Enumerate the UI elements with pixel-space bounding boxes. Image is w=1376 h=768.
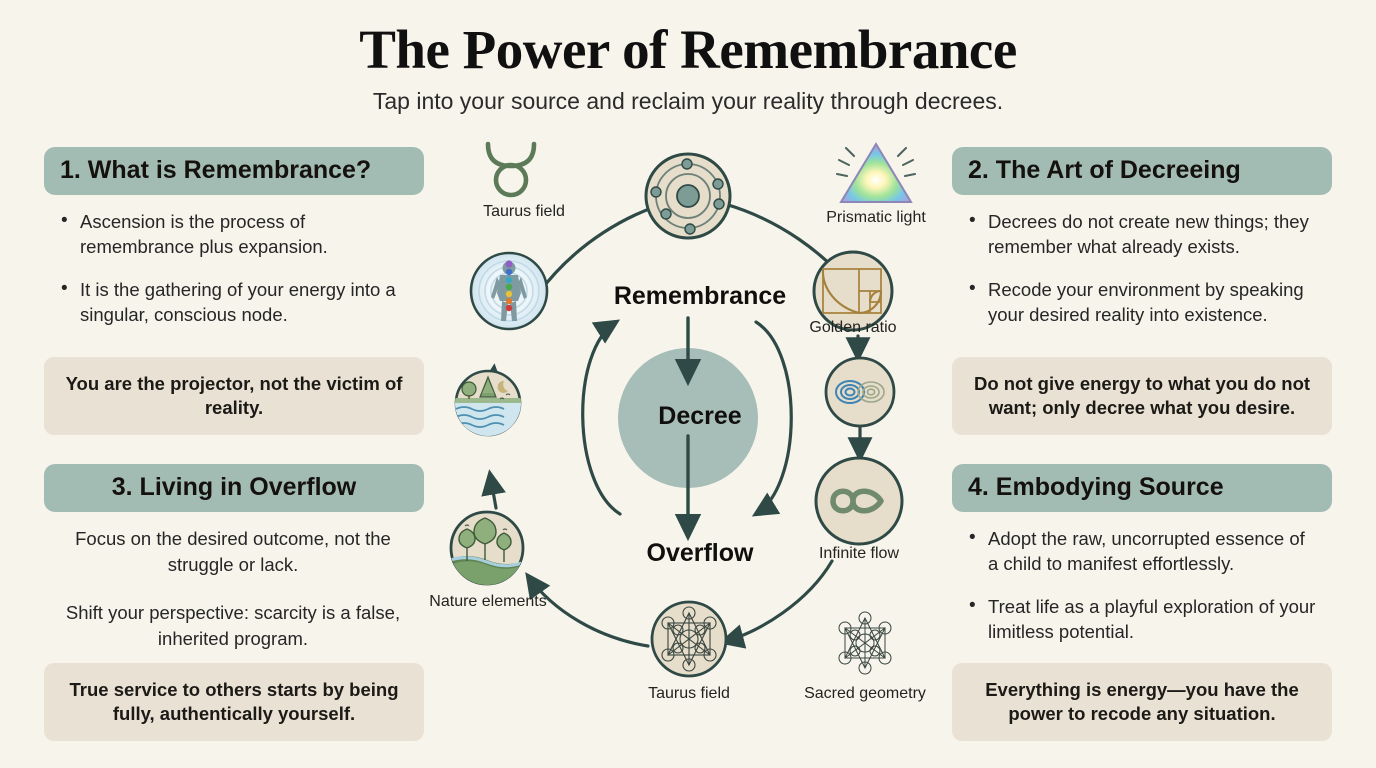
panel-3: 3. Living in Overflow Focus on the desir… [44,464,424,674]
golden-ratio-icon [812,250,894,332]
node-label-taurus-bottom: Taurus field [648,685,730,702]
panel-1-bullet-list: Ascension is the process of remembrance … [54,208,412,327]
prism-light-icon [836,142,916,203]
panel-4-heading: 4. Embodying Source [952,464,1332,512]
node-label-taurus-top: Taurus field [483,203,565,220]
panel-2-bullet-list: Decrees do not create new things; they r… [962,208,1320,327]
taurus-symbol-icon [485,141,537,198]
paragraph: Shift your perspective: scarcity is a fa… [65,602,401,649]
atom-orbit-icon [644,152,732,240]
panel-1-body: Ascension is the process of remembrance … [44,195,424,327]
torus-flow-icon [824,356,896,428]
metatron-cube-icon [650,600,728,678]
node-label-sacred-geometry: Sacred geometry [804,685,926,702]
nature-trees-icon [449,510,525,586]
panel-4: 4. Embodying Source Adopt the raw, uncor… [952,464,1332,662]
panel-1-heading: 1. What is Remembrance? [44,147,424,195]
core-label-overflow: Overflow [646,539,754,567]
list-item: Treat life as a playful exploration of y… [969,593,1320,644]
sacred-geometry-icon [838,611,892,675]
panel-4-body: Adopt the raw, uncorrupted essence of a … [952,512,1332,644]
panel-4-callout: Everything is energy—you have the power … [952,663,1332,741]
node-label-prismatic-light: Prismatic light [826,209,926,226]
list-item: Ascension is the process of remembrance … [61,208,412,259]
core-label-remembrance: Remembrance [613,282,787,310]
list-item: It is the gathering of your energy into … [61,276,412,327]
aura-body-icon [469,251,549,331]
panel-3-heading: 3. Living in Overflow [44,464,424,512]
panel-2-heading: 2. The Art of Decreeing [952,147,1332,195]
panel-4-bullet-list: Adopt the raw, uncorrupted essence of a … [962,525,1320,644]
paragraph: Focus on the desired outcome, not the st… [75,528,391,575]
cycle-diagram: Taurus field [420,136,980,756]
node-label-nature-elements: Nature elements [429,593,547,610]
nature-water-icon [454,369,522,437]
node-label-golden-ratio: Golden ratio [809,319,897,336]
panel-1-callout: You are the projector, not the victim of… [44,357,424,435]
panel-2: 2. The Art of Decreeing Decrees do not c… [952,147,1332,345]
panel-2-body: Decrees do not create new things; they r… [952,195,1332,327]
page-subtitle: Tap into your source and reclaim your re… [372,88,1004,114]
page-title: The Power of Remembrance [359,19,1017,80]
list-item: Decrees do not create new things; they r… [969,208,1320,259]
list-item: Adopt the raw, uncorrupted essence of a … [969,525,1320,576]
panel-1: 1. What is Remembrance? Ascension is the… [44,147,424,345]
panel-3-callout: True service to others starts by being f… [44,663,424,741]
node-label-infinite-flow: Infinite flow [818,545,900,562]
panel-2-callout: Do not give energy to what you do not wa… [952,357,1332,435]
list-item: Recode your environment by speaking your… [969,276,1320,327]
infinity-icon [814,456,904,546]
core-label-decree: Decree [658,402,742,430]
panel-3-body: Focus on the desired outcome, not the st… [44,512,424,652]
decree-core-circle [618,348,758,488]
